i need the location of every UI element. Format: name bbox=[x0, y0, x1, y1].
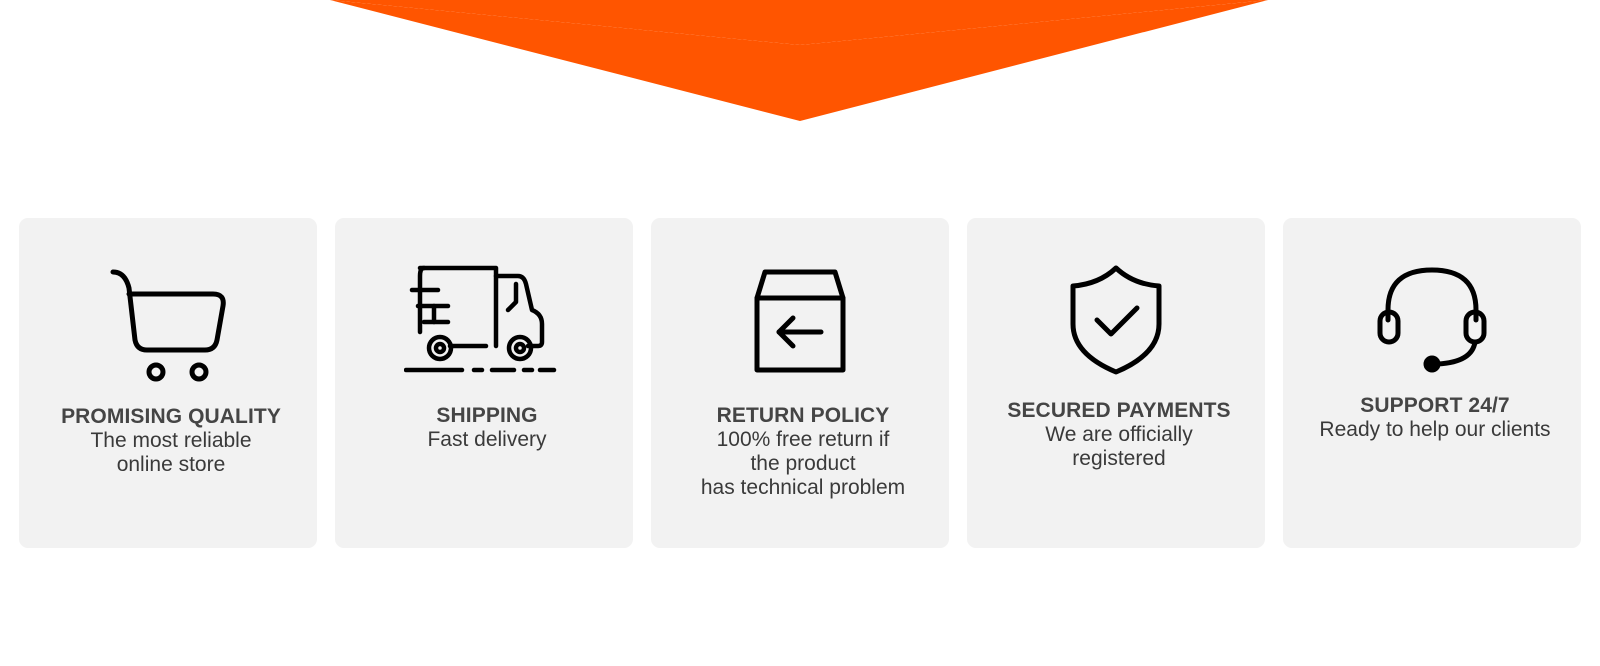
feature-card-quality: PROMISING QUALITY The most reliable onli… bbox=[19, 218, 317, 548]
feature-card-return-policy: RETURN POLICY 100% free return if the pr… bbox=[651, 218, 949, 548]
return-box-icon bbox=[651, 262, 949, 386]
feature-title: PROMISING QUALITY bbox=[61, 405, 281, 428]
feature-description: The most reliable online store bbox=[90, 429, 252, 476]
headset-icon bbox=[1283, 262, 1581, 386]
feature-title: SUPPORT 24/7 bbox=[1360, 394, 1510, 417]
feature-title: SHIPPING bbox=[436, 404, 538, 427]
feature-card-secured-payments: SECURED PAYMENTS We are officially regis… bbox=[967, 218, 1265, 548]
shopping-cart-icon bbox=[19, 262, 317, 386]
features-row: PROMISING QUALITY The most reliable onli… bbox=[19, 218, 1582, 548]
delivery-truck-icon bbox=[335, 262, 633, 386]
feature-description: 100% free return if the product has tech… bbox=[700, 428, 906, 499]
shield-check-icon bbox=[967, 262, 1265, 386]
banner-arrow bbox=[330, 0, 1268, 121]
feature-card-shipping: SHIPPING Fast delivery bbox=[335, 218, 633, 548]
feature-title: RETURN POLICY bbox=[716, 404, 890, 427]
feature-description: We are officially registered bbox=[1045, 423, 1193, 470]
feature-description: Ready to help our clients bbox=[1319, 418, 1551, 441]
feature-title: SECURED PAYMENTS bbox=[1007, 399, 1231, 422]
feature-description: Fast delivery bbox=[427, 428, 547, 451]
feature-card-support: SUPPORT 24/7 Ready to help our clients bbox=[1283, 218, 1581, 548]
